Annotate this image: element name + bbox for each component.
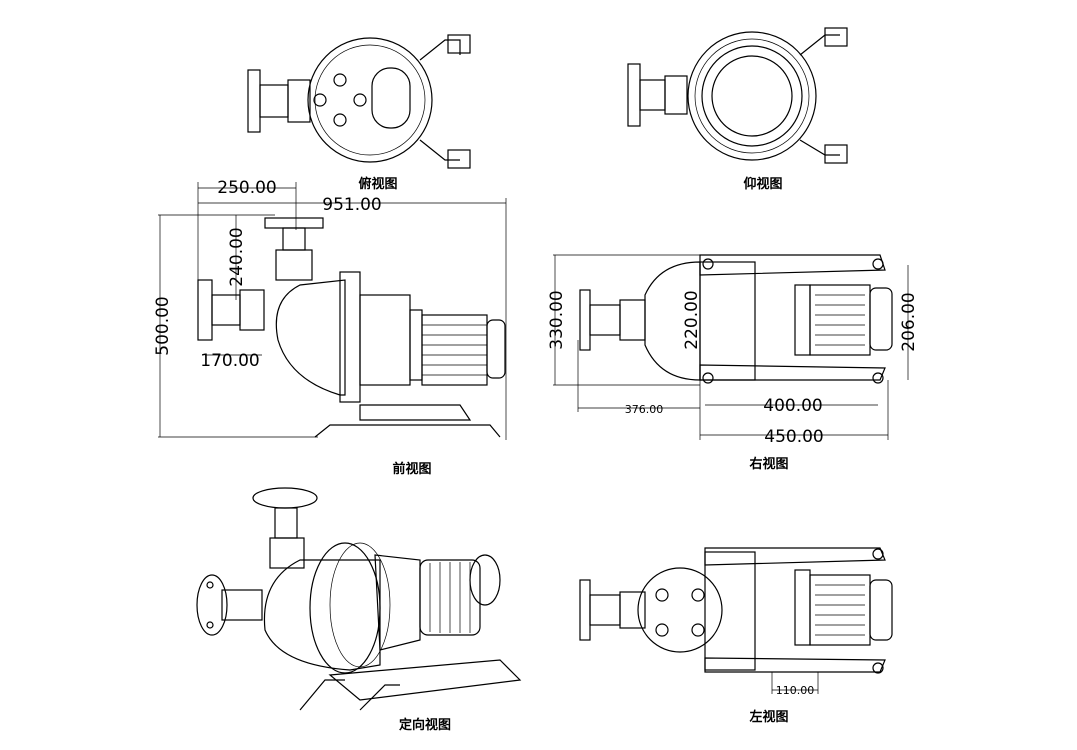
- top-view-label: 俯视图: [358, 176, 397, 192]
- dim-240: 240.00: [227, 227, 247, 286]
- iso-view-label: 定向视图: [398, 717, 451, 733]
- dim-500: 500.00: [153, 296, 173, 355]
- dim-376: 376.00: [625, 403, 664, 416]
- motor-fins: [422, 324, 487, 376]
- front-view-label: 前视图: [392, 461, 431, 477]
- right-view: 330.00 220.00 206.00 376.00 400.00 450.0…: [547, 254, 919, 472]
- bottom-view-label: 仰视图: [743, 176, 782, 192]
- dim-206: 206.00: [899, 292, 919, 351]
- iso-view: 定向视图: [196, 487, 522, 733]
- dim-250: 250.00: [217, 178, 276, 198]
- dim-400: 400.00: [763, 396, 822, 416]
- left-view-label: 左视图: [749, 709, 788, 725]
- left-motor-fins: [815, 584, 865, 636]
- dim-951: 951.00: [322, 195, 381, 215]
- iso-motor-fins: [429, 562, 471, 633]
- dim-220: 220.00: [682, 290, 702, 349]
- top-view: 俯视图: [247, 34, 471, 192]
- right-motor-fins: [815, 294, 865, 346]
- dim-170: 170.00: [200, 351, 259, 371]
- dim-330: 330.00: [547, 290, 567, 349]
- right-view-label: 右视图: [748, 456, 788, 472]
- bottom-view: 仰视图: [627, 27, 848, 192]
- front-view: 250.00 951.00 500.00 240.00 170.00 前视图: [153, 178, 507, 477]
- left-view: 110.00 左视图: [579, 547, 893, 725]
- dim-450: 450.00: [764, 427, 823, 447]
- dim-110: 110.00: [776, 684, 815, 697]
